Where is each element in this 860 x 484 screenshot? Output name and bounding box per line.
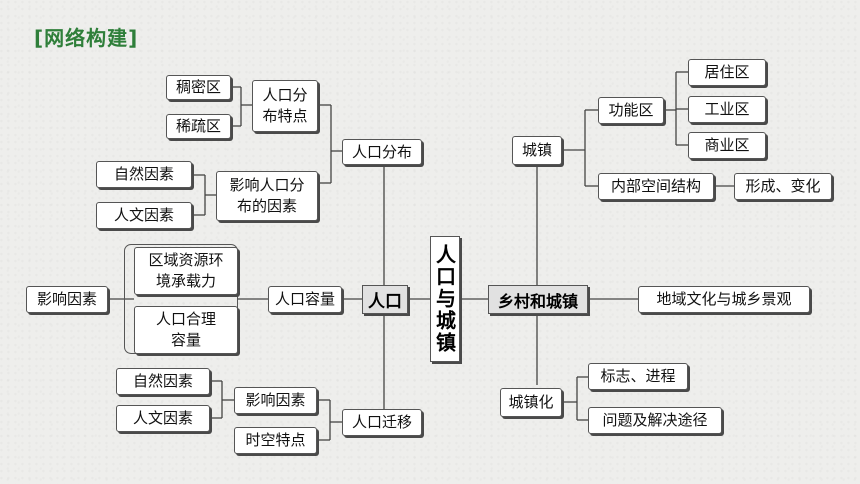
urbanization-node: 城镇化	[500, 388, 562, 417]
cultural-factors-node-1: 人文因素	[96, 202, 192, 229]
natural-factors-node-2: 自然因素	[116, 368, 210, 395]
migration-factors-node: 影响因素	[234, 387, 317, 414]
env-capacity-node: 区域资源环境承载力	[134, 247, 238, 295]
distribution-features-node: 人口分布特点	[252, 80, 318, 132]
natural-factors-node-1: 自然因素	[96, 161, 192, 188]
rural-urban-hub: 乡村和城镇	[488, 285, 588, 314]
center-topic: 人口与城镇	[430, 236, 460, 362]
industrial-node: 工业区	[688, 96, 766, 123]
population-hub: 人口	[362, 285, 408, 314]
problems-solutions-node: 问题及解决途径	[588, 407, 722, 434]
distribution-node: 人口分布	[342, 139, 422, 165]
reasonable-capacity-node: 人口合理容量	[134, 306, 238, 354]
cultural-factors-node-2: 人文因素	[116, 405, 210, 432]
commercial-node: 商业区	[688, 132, 766, 159]
capacity-factors-node: 影响因素	[26, 286, 108, 313]
capacity-node: 人口容量	[268, 286, 342, 313]
signs-process-node: 标志、进程	[588, 363, 688, 390]
section-title: [网络构建]	[34, 26, 139, 50]
spacetime-node: 时空特点	[234, 427, 317, 454]
function-zone-node: 功能区	[598, 97, 664, 124]
town-node: 城镇	[512, 136, 562, 165]
formation-node: 形成、变化	[734, 173, 832, 200]
sparse-area-node: 稀疏区	[166, 114, 231, 139]
culture-landscape-node: 地域文化与城乡景观	[638, 286, 810, 313]
internal-structure-node: 内部空间结构	[598, 173, 714, 200]
dense-area-node: 稠密区	[166, 75, 231, 100]
distribution-factors-node: 影响人口分布的因素	[216, 171, 318, 221]
migration-node: 人口迁移	[342, 409, 422, 436]
residential-node: 居住区	[688, 59, 766, 86]
